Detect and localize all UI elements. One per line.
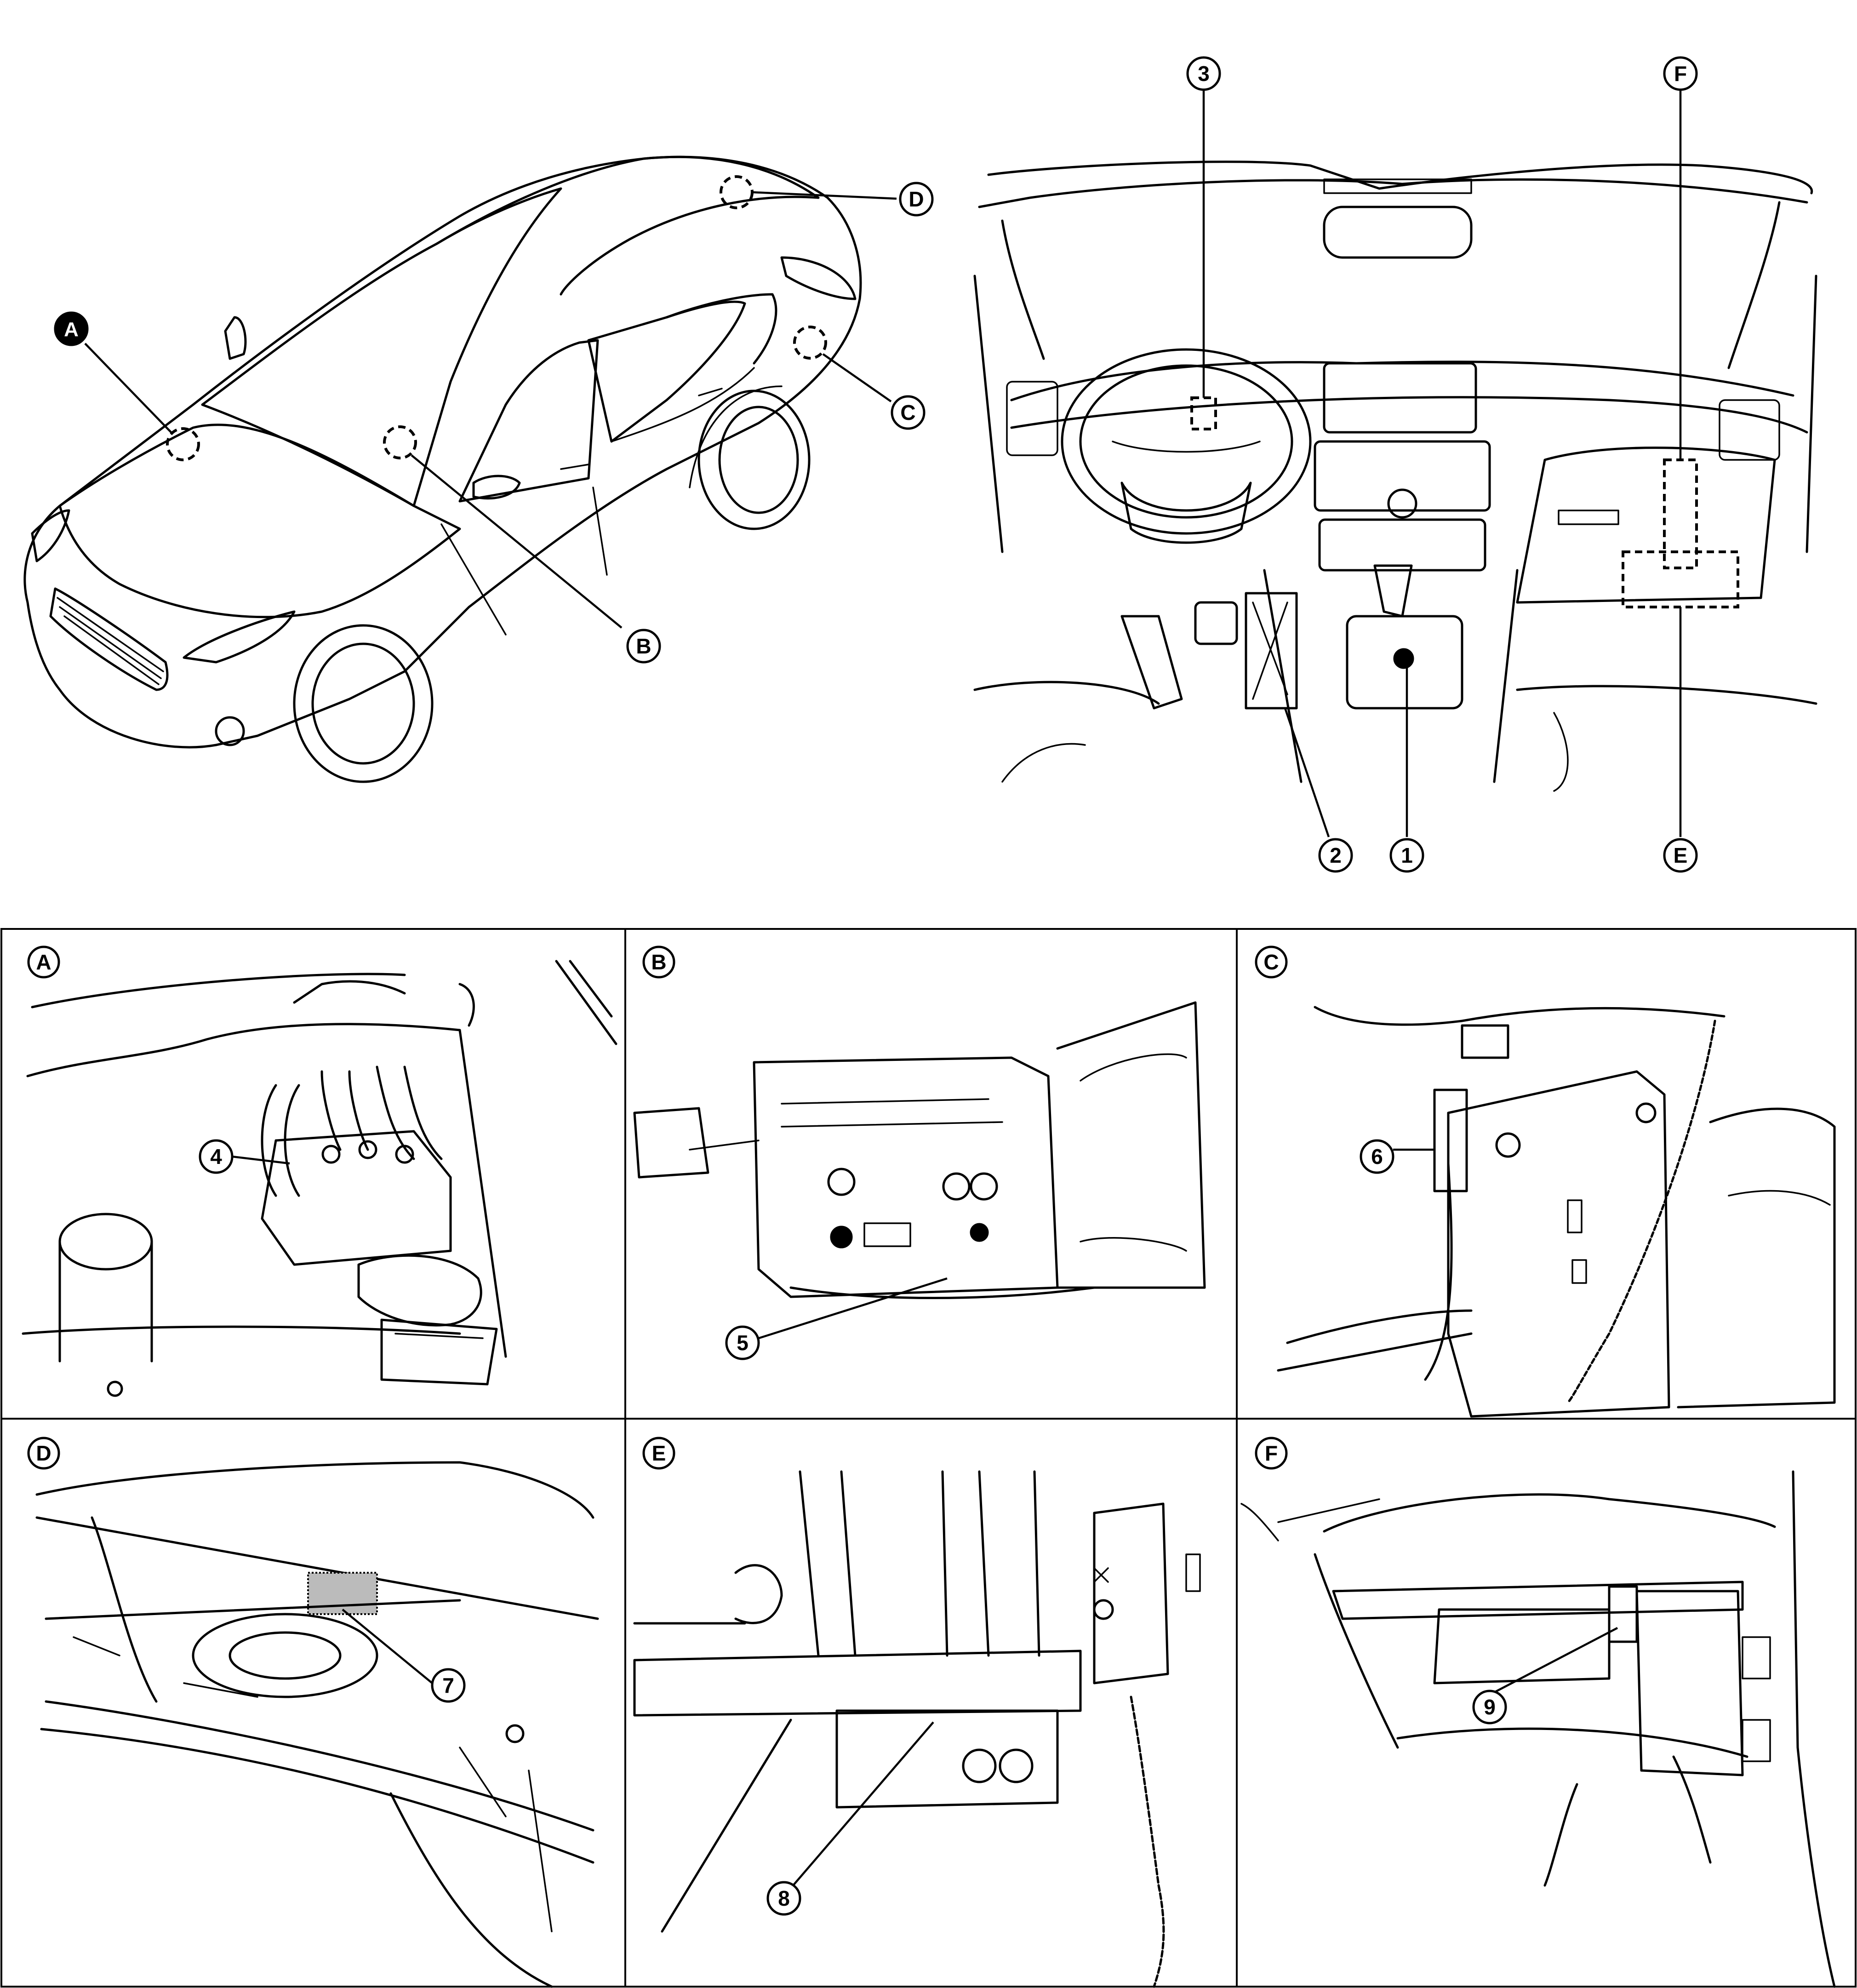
callout-8: 8 [766,1881,801,1916]
location-marker-f [1663,458,1698,569]
vehicle-exterior-illustration [23,155,897,783]
panel-e [633,1470,1201,1988]
component-2-box [1245,592,1298,710]
svg-text:C: C [900,401,915,424]
panel-a [22,960,617,1397]
svg-text:C: C [1263,950,1279,974]
location-marker-3 [1190,396,1217,430]
svg-text:1: 1 [1401,843,1413,867]
callout-d: D [899,182,934,217]
svg-text:8: 8 [778,1886,790,1910]
location-marker-c [793,326,827,360]
panel-label-e: E [642,1437,675,1470]
callout-5: 5 [725,1325,760,1360]
callout-3: 3 [1186,56,1221,91]
callout-c: C [891,395,926,430]
callout-1: 1 [1389,838,1424,873]
panel-label-a: A [27,945,60,979]
svg-text:B: B [636,634,651,658]
callout-f: F [1663,56,1698,91]
callout-6: 6 [1360,1139,1394,1174]
component-9-module [1608,1585,1638,1643]
panel-f [1240,1470,1836,1988]
svg-text:9: 9 [1484,1695,1496,1719]
location-marker-a [166,427,200,461]
location-marker-b [383,425,417,459]
panel-c [1277,1006,1836,1418]
svg-text:4: 4 [210,1145,222,1169]
callout-e: E [1663,838,1698,873]
svg-text:D: D [909,187,924,211]
callout-a: A [54,311,89,346]
svg-text:A: A [36,950,51,974]
svg-text:6: 6 [1371,1145,1383,1169]
svg-text:D: D [36,1441,51,1465]
component-6-module [1433,1089,1468,1192]
svg-text:3: 3 [1198,62,1210,86]
svg-text:F: F [1674,62,1687,86]
callout-4: 4 [199,1139,234,1174]
component-7-module [307,1572,378,1615]
dashboard-interior-illustration [973,87,1817,837]
panel-d [35,1461,599,1988]
panel-grid [0,928,1857,1988]
callout-9: 9 [1472,1690,1507,1724]
svg-text:7: 7 [442,1673,454,1697]
svg-text:F: F [1265,1441,1278,1465]
svg-text:2: 2 [1330,843,1342,867]
svg-text:5: 5 [737,1331,749,1355]
svg-text:B: B [651,950,666,974]
svg-text:A: A [64,318,79,341]
callout-b: B [626,629,661,664]
panel-label-b: B [642,945,675,979]
callout-7: 7 [431,1668,466,1703]
panel-label-f: F [1255,1437,1288,1470]
callout-2: 2 [1318,838,1353,873]
panel-label-c: C [1255,945,1288,979]
panel-b [633,1001,1206,1340]
panel-label-d: D [27,1437,60,1470]
svg-text:E: E [1674,843,1688,867]
svg-text:E: E [652,1441,666,1465]
